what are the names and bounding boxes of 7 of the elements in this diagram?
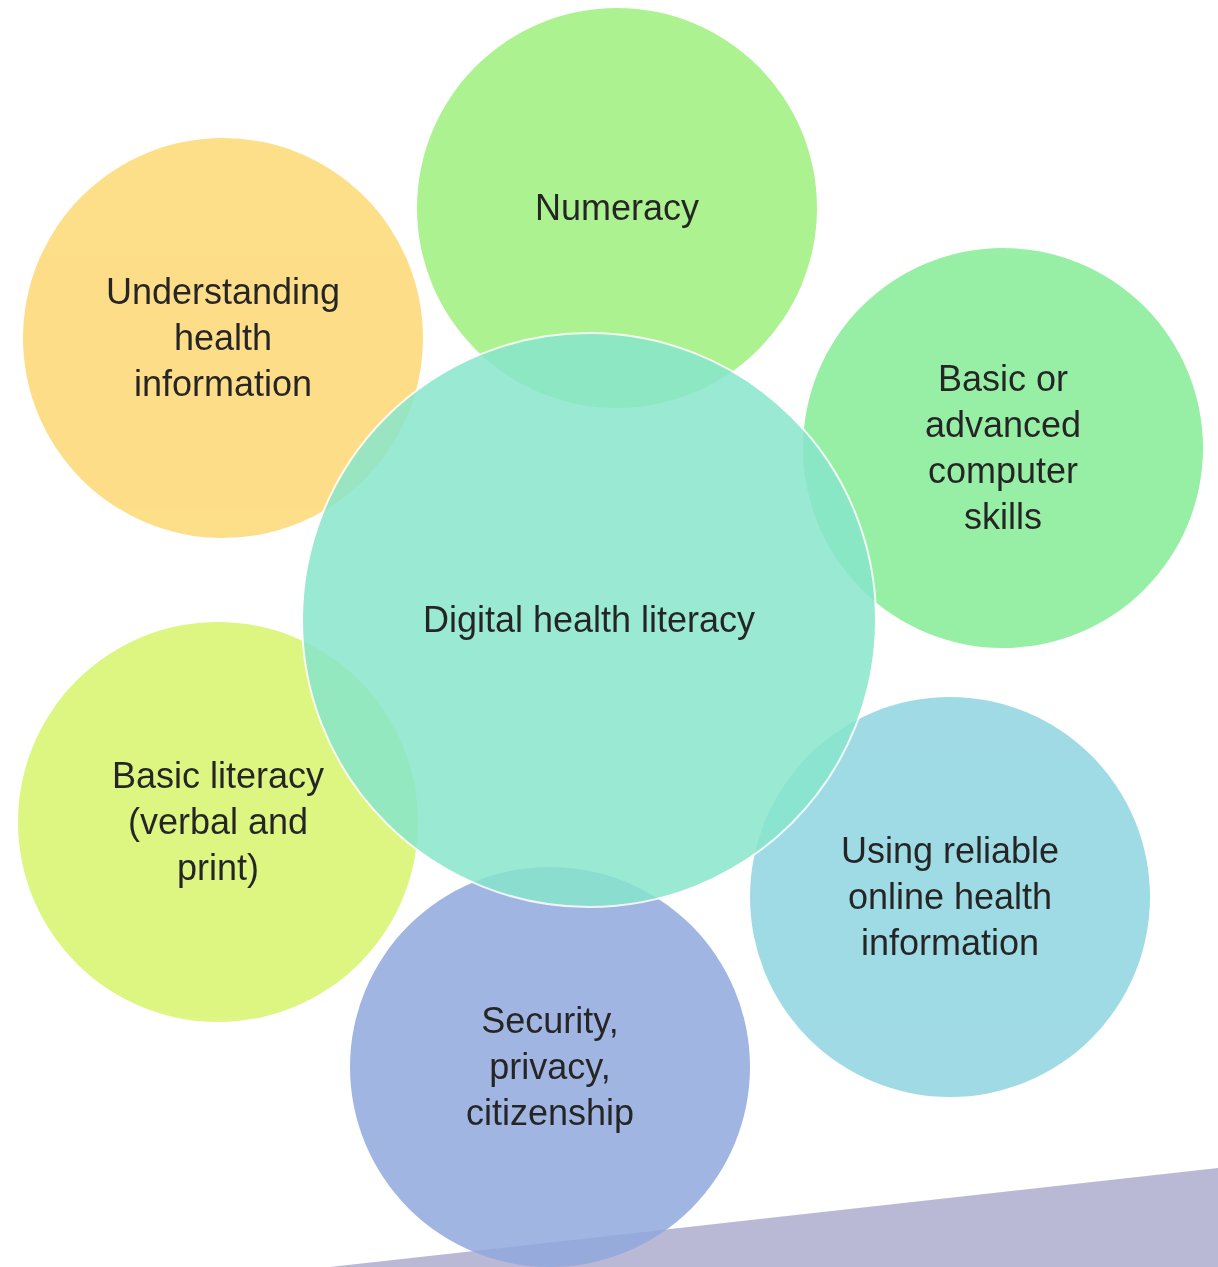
node-label: Numeracy	[534, 186, 699, 230]
node-label: Security, privacy, citizenship	[464, 999, 636, 1135]
node-label: Understanding health information	[104, 270, 342, 406]
node-label: Basic literacy (verbal and print)	[110, 754, 326, 890]
node-label: Digital health literacy	[422, 598, 756, 642]
node-label: Using reliable online health information	[839, 829, 1061, 965]
node-label: Basic or advanced computer skills	[923, 357, 1083, 539]
